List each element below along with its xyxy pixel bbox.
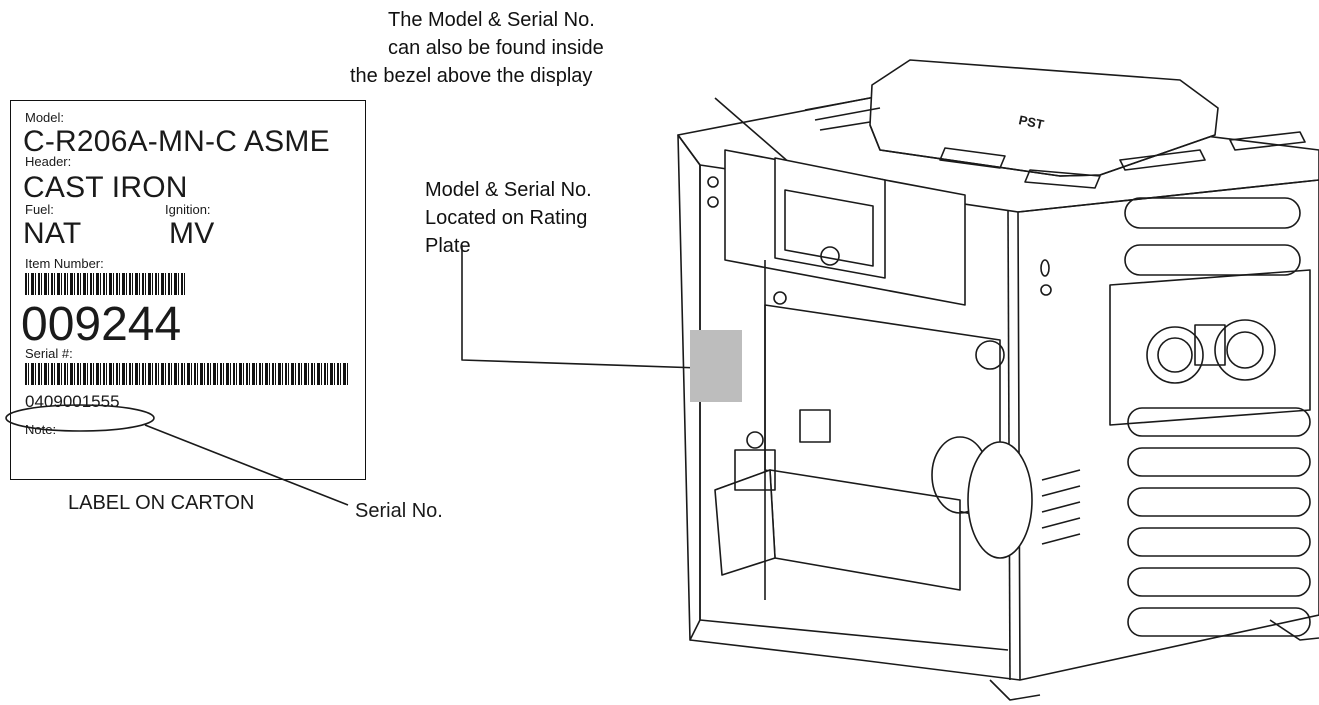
- cabinet-side-panel: [1017, 179, 1319, 681]
- side-louver-2: [1124, 244, 1301, 276]
- header-fitting: [1194, 324, 1226, 366]
- rating-plate-callout-line2: Located on Rating: [425, 207, 588, 229]
- serial-caption: Serial #:: [25, 346, 73, 361]
- gas-valve-knob: [746, 431, 764, 449]
- water-outlet: [1214, 319, 1276, 381]
- water-inlet-inner: [1157, 337, 1193, 373]
- top-vent-2: [814, 107, 881, 121]
- model-caption: Model:: [25, 110, 65, 125]
- display-window: [784, 189, 874, 267]
- side-louver-1: [1124, 197, 1301, 229]
- front-slot-1: [1041, 469, 1081, 481]
- tray-front: [714, 469, 776, 576]
- lid-edge: [869, 124, 1216, 177]
- plumbing-recess: [1109, 269, 1311, 426]
- carton-label: Model: C-R206A-MN-C ASME Header: CAST IR…: [10, 100, 366, 480]
- burner-tray: [769, 469, 961, 591]
- ignition-value: MV: [169, 217, 215, 250]
- bezel-callout-line1: The Model & Serial No.: [388, 9, 595, 31]
- side-hole-1: [1040, 259, 1050, 277]
- base-inner-edge: [699, 619, 1009, 651]
- top-vent-3: [819, 121, 871, 131]
- display-knob: [820, 246, 840, 266]
- serial-highlight-ellipse: [5, 404, 155, 432]
- cabinet-base: [689, 639, 1021, 681]
- bezel-callout: The Model & Serial No. can also be found…: [350, 6, 604, 90]
- bezel-callout-line2: can also be found inside: [388, 37, 604, 59]
- serial-callout: Serial No.: [355, 500, 443, 522]
- fuel-value: NAT: [23, 217, 82, 250]
- side-louver-7: [1127, 567, 1311, 597]
- side-hole-2: [1040, 284, 1052, 296]
- side-louver-5: [1127, 487, 1311, 517]
- top-vent-4: [939, 147, 1006, 169]
- pressure-switch: [975, 340, 1005, 370]
- lid-logo: PST: [1017, 112, 1045, 132]
- blower-motor: [967, 441, 1033, 559]
- cabinet-foot-front: [989, 679, 1041, 701]
- water-outlet-inner: [1226, 331, 1264, 369]
- top-vent-6: [1119, 149, 1206, 171]
- water-inlet: [1146, 326, 1204, 384]
- mount-hole-1: [707, 176, 719, 188]
- rating-plate-callout-line3: Plate: [425, 235, 471, 257]
- item-number-caption: Item Number:: [25, 256, 104, 271]
- side-louver-6: [1127, 527, 1311, 557]
- serial-leader-line: [144, 424, 349, 506]
- top-vent-5: [1024, 169, 1101, 189]
- mount-hole-2: [707, 196, 719, 208]
- side-louver-3: [1127, 407, 1311, 437]
- fuel-caption: Fuel:: [25, 202, 54, 217]
- front-slot-5: [1041, 533, 1081, 545]
- control-module: [799, 409, 831, 443]
- front-slot-2: [1041, 485, 1081, 497]
- model-value: C-R206A-MN-C ASME: [23, 125, 330, 158]
- rating-plate-callout: Model & Serial No. Located on Rating Pla…: [425, 176, 592, 260]
- front-slot-3: [1041, 501, 1081, 513]
- rating-plate-callout-line1: Model & Serial No.: [425, 179, 592, 201]
- item-number-value: 009244: [21, 298, 182, 351]
- cabinet-foot-right: [1269, 619, 1319, 641]
- header-caption: Header:: [25, 154, 72, 169]
- bezel-callout-line3: the bezel above the display: [350, 65, 593, 87]
- side-louver-4: [1127, 447, 1311, 477]
- front-slot-4: [1041, 517, 1081, 529]
- rating-plate: [690, 330, 742, 402]
- top-vent-7: [1229, 131, 1306, 151]
- carton-caption: LABEL ON CARTON: [68, 492, 255, 514]
- top-vent-1: [804, 97, 871, 111]
- display-bezel: [774, 157, 886, 279]
- item-barcode: [25, 273, 185, 295]
- ignition-caption: Ignition:: [165, 202, 211, 217]
- side-louver-8: [1127, 607, 1311, 637]
- mount-hole-3: [773, 291, 787, 305]
- rating-plate-leader-line: [461, 245, 701, 369]
- header-value: CAST IRON: [23, 171, 188, 204]
- serial-barcode: [25, 363, 350, 385]
- gas-valve: [734, 449, 776, 491]
